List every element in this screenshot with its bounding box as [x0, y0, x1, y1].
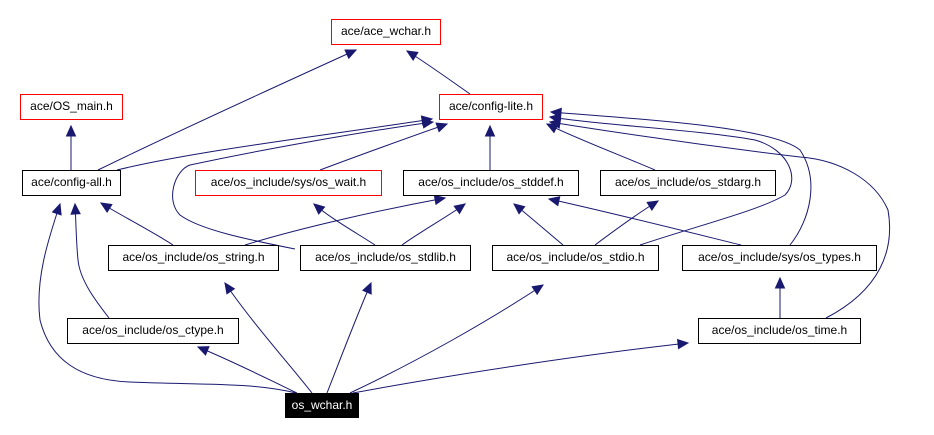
arrowhead-config_all-to-ace_wchar	[344, 49, 358, 60]
edge-os_wchar-to-os_time	[352, 342, 689, 394]
node-config-lite[interactable]: ace/config-lite.h	[439, 94, 543, 120]
node-os-ctype[interactable]: ace/os_include/os_ctype.h	[67, 318, 239, 344]
node-ace-wchar[interactable]: ace/ace_wchar.h	[331, 19, 441, 45]
arrowhead-os_time-to-config_lite	[548, 118, 562, 129]
arrowhead-config_lite-to-ace_wchar	[405, 50, 419, 62]
edge-os_stdio-to-os_stdarg	[594, 200, 659, 246]
arrowhead-os_wchar-to-os_stdlib	[362, 281, 372, 295]
edge-os_string-to-os_stddef	[244, 197, 446, 246]
edge-os_wchar-to-os_string	[224, 282, 313, 394]
edge-os_wchar-to-config_all	[38, 203, 297, 394]
edge-os_stdlib-to-os_stddef	[401, 203, 466, 246]
node-os-stdlib[interactable]: ace/os_include/os_stdlib.h	[300, 245, 471, 271]
edge-config_all-to-ace_wchar	[97, 49, 357, 171]
arrowhead-os_wchar-to-config_all	[51, 202, 62, 216]
node-os-stdarg[interactable]: ace/os_include/os_stdarg.h	[600, 170, 776, 196]
arrowhead-os_string-to-os_stddef	[433, 194, 447, 206]
arrowhead-os_stdio-to-os_stddef	[513, 203, 526, 215]
node-os-main[interactable]: ace/OS_main.h	[20, 94, 123, 120]
arrowhead-config_all-to-os_main	[65, 124, 77, 137]
edge-os_stdlib-to-os_wait	[313, 203, 376, 246]
arrowhead-os_ctype-to-config_all	[70, 202, 81, 215]
node-os-time[interactable]: ace/os_include/os_time.h	[698, 318, 861, 344]
edge-os_ctype-to-config_all	[74, 203, 110, 319]
edge-os_stdlib-to-config_lite	[172, 121, 434, 250]
node-os-stdio[interactable]: ace/os_include/os_stdio.h	[492, 245, 659, 271]
node-config-all[interactable]: ace/config-all.h	[22, 170, 121, 196]
arrowhead-os_stddef-to-config_lite	[484, 124, 496, 137]
edge-os_stdarg-to-config_lite	[546, 123, 656, 171]
node-os-string[interactable]: ace/os_include/os_string.h	[108, 245, 279, 271]
edge-config_all-to-config_lite	[116, 118, 433, 171]
arrowhead-os_wchar-to-os_stdio	[531, 284, 545, 296]
edge-os_wchar-to-os_stdio	[349, 284, 544, 394]
node-os-wait[interactable]: ace/os_include/sys/os_wait.h	[195, 170, 382, 196]
edge-os_stdio-to-config_lite	[549, 116, 793, 246]
arrowhead-os_stdlib-to-os_wait	[313, 203, 326, 215]
node-os-wchar: os_wchar.h	[285, 393, 359, 418]
arrowhead-os_types-to-config_lite	[549, 107, 562, 119]
edge-os_string-to-config_all	[100, 202, 174, 246]
edge-os_types-to-config_lite	[550, 111, 812, 246]
arrowhead-os_stdio-to-os_stdarg	[646, 200, 660, 212]
arrowhead-os_types-to-os_stddef	[547, 196, 561, 207]
arrowhead-os_wchar-to-os_string	[224, 281, 236, 295]
edge-os_types-to-os_stddef	[548, 198, 742, 246]
edge-config_lite-to-ace_wchar	[406, 50, 471, 95]
arrowhead-os_wchar-to-os_ctype	[196, 346, 210, 356]
edge-os_wait-to-config_lite	[319, 123, 448, 171]
arrowhead-os_string-to-config_all	[99, 202, 113, 214]
arrowhead-os_time-to-os_types	[774, 276, 786, 289]
arrowhead-os_wchar-to-os_time	[676, 338, 690, 350]
node-os-stddef[interactable]: ace/os_include/os_stddef.h	[403, 170, 579, 196]
node-os-types[interactable]: ace/os_include/sys/os_types.h	[682, 245, 877, 271]
edge-os_time-to-config_lite	[549, 121, 891, 319]
edge-os_wchar-to-os_stdlib	[326, 282, 372, 394]
edge-os_wchar-to-os_ctype	[197, 346, 298, 394]
arrowhead-os_wait-to-config_lite	[435, 122, 449, 133]
arrowhead-os_stdlib-to-os_stddef	[453, 203, 466, 215]
arrowhead-os_stdlib-to-config_lite	[421, 118, 435, 129]
